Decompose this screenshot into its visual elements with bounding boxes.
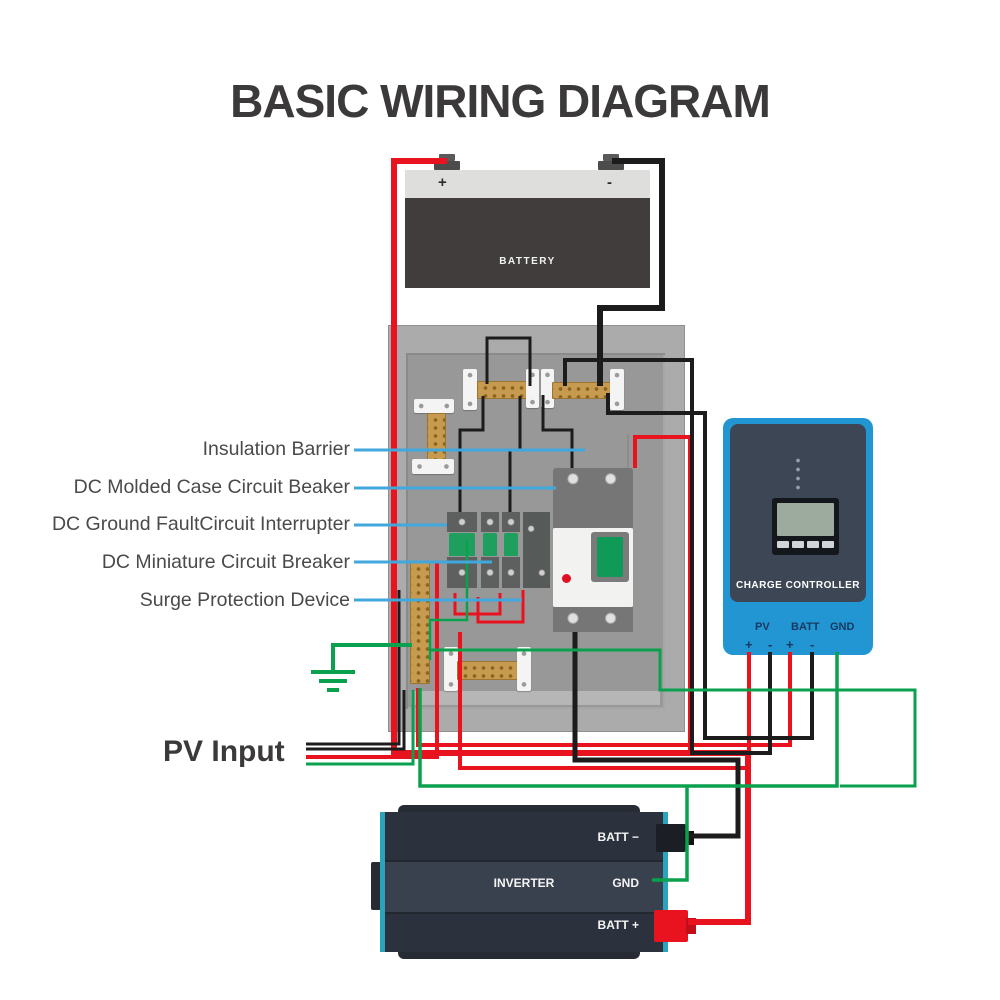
inverter-batt-pos-label: BATT + bbox=[597, 918, 639, 932]
indicator-dots-icon bbox=[796, 456, 800, 490]
busbar-top-left bbox=[477, 381, 528, 399]
pv-input-label: PV Input bbox=[163, 735, 285, 768]
insulation-barrier-clamp bbox=[414, 399, 454, 413]
breaker-output-terminals bbox=[553, 607, 633, 632]
label-dc-molded-case-circuit-breaker: DC Molded Case Circuit Beaker bbox=[73, 476, 350, 498]
insulation-barrier-clamp bbox=[463, 369, 477, 410]
inverter-batt-neg-connector bbox=[656, 824, 694, 852]
breaker-status-led bbox=[562, 574, 571, 583]
charge-controller-faceplate: CHARGE CONTROLLER bbox=[730, 424, 866, 602]
terminal-batt-minus: - bbox=[810, 637, 815, 652]
terminal-label-gnd: GND bbox=[830, 621, 855, 633]
inverter-batt-neg-label: BATT − bbox=[597, 830, 639, 844]
insulation-barrier-clamp bbox=[526, 369, 539, 408]
battery-negative-terminal bbox=[598, 154, 624, 170]
inverter-batt-pos-connector bbox=[654, 910, 696, 942]
insulation-barrier-clamp bbox=[517, 647, 531, 691]
battery-case: BATTERY bbox=[405, 198, 650, 288]
lcd-screen bbox=[777, 503, 834, 536]
earth-ground-icon bbox=[311, 670, 355, 692]
charge-controller: CHARGE CONTROLLER PV BATT GND + - + - bbox=[723, 418, 873, 655]
battery-minus-sign: - bbox=[607, 174, 612, 191]
label-surge-protection-device: Surge Protection Device bbox=[139, 589, 350, 611]
insulation-barrier-clamp bbox=[444, 647, 458, 691]
controller-buttons[interactable] bbox=[777, 541, 834, 548]
dc-miniature-circuit-breaker bbox=[481, 512, 499, 588]
battery-plus-sign: + bbox=[438, 174, 447, 191]
busbar-bottom bbox=[457, 661, 521, 680]
dc-miniature-circuit-breaker bbox=[447, 512, 477, 588]
label-dc-miniature-circuit-breaker: DC Miniature Circuit Breaker bbox=[101, 551, 350, 573]
combiner-box-lower-rail bbox=[411, 691, 660, 705]
lcd-display bbox=[772, 498, 839, 555]
terminal-batt-plus: + bbox=[786, 637, 794, 652]
breaker-handle-rod bbox=[627, 434, 629, 468]
inverter-side-tab bbox=[371, 862, 381, 910]
battery-top-strip: + - bbox=[405, 170, 650, 199]
inverter-gnd-label: GND bbox=[612, 876, 639, 890]
insulation-barrier-clamp bbox=[412, 459, 454, 474]
busbar-left bbox=[427, 413, 446, 461]
dc-molded-case-circuit-breaker bbox=[553, 468, 633, 632]
battery: + - BATTERY bbox=[405, 170, 650, 288]
label-dc-ground-fault-circuit-interrupter: DC Ground FaultCircuit Interrupter bbox=[51, 513, 350, 535]
terminal-pv-minus: - bbox=[768, 637, 773, 652]
page-title: BASIC WIRING DIAGRAM bbox=[230, 75, 771, 127]
wire-pv-negative bbox=[306, 590, 401, 746]
surge-protection-device bbox=[523, 512, 550, 588]
terminal-label-batt: BATT bbox=[791, 621, 820, 633]
battery-label: BATTERY bbox=[499, 256, 556, 267]
busbar-top-right bbox=[552, 382, 618, 399]
battery-positive-terminal bbox=[434, 154, 460, 170]
breaker-switch bbox=[591, 532, 629, 582]
charge-controller-label: CHARGE CONTROLLER bbox=[735, 580, 861, 591]
ground-busbar bbox=[410, 562, 430, 684]
breaker-input-terminals bbox=[553, 468, 633, 528]
inverter: BATT − INVERTER GND BATT + bbox=[380, 812, 668, 952]
terminal-label-pv: PV bbox=[755, 621, 770, 633]
dc-miniature-circuit-breaker bbox=[502, 512, 520, 588]
insulation-barrier-clamp bbox=[610, 369, 624, 410]
label-insulation-barrier: Insulation Barrier bbox=[202, 438, 350, 460]
terminal-pv-plus: + bbox=[745, 637, 753, 652]
